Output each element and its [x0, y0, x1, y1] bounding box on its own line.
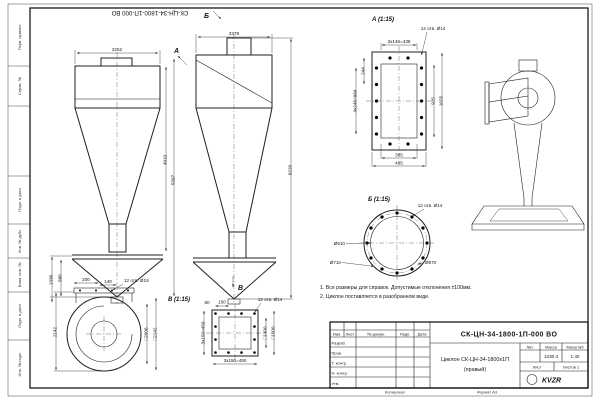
section-b-label: Б — [204, 13, 209, 20]
view-v-sq1: □1400 — [263, 326, 268, 339]
stamp-col-vzam-inv: Взам. инв. № — [17, 263, 22, 288]
stamp-col-podp-data-1: Подп. и дата — [17, 187, 22, 211]
scroll-view: 200 140 12 отв. Ø18 2142 □2006 □2142 — [53, 277, 158, 372]
view-b-d-bolt: Ø670 — [425, 260, 437, 265]
scroll-flange-holes — [79, 289, 129, 292]
view-a-dim-left1: 244 — [361, 67, 366, 75]
view-a-holes — [374, 56, 424, 146]
side-dim-width: 2379 — [229, 31, 240, 36]
view-a-holes-note: 14 отв. Ø14 — [421, 26, 446, 31]
tb-part-name-2: (правый) — [464, 366, 486, 373]
tb-designation: СК-ЦН-34-1800-1П-000 ВО — [461, 332, 558, 339]
stamp-col-inv-dubl: Инв. № дубл. — [17, 229, 22, 254]
front-dim-width: 2252 — [112, 47, 123, 52]
view-a-dim-bottom2: 485 — [395, 161, 403, 166]
designation-rotated: СК-ЦН-34-1800-1П-000 ВО — [111, 9, 188, 16]
tb-sheets-label: Листов 1 — [563, 365, 580, 370]
view-b-holes — [365, 211, 429, 275]
isometric-view — [471, 59, 585, 231]
view-arrow-a-label: А — [173, 48, 179, 55]
side-dim-height: 6220 — [288, 164, 293, 175]
stamp-col-podp-data-2: Подп. и дата — [17, 303, 22, 327]
stamp-col-sprav-no: Справ. № — [17, 77, 22, 95]
stamp-col-perv-primen: Перв. примен. — [17, 24, 22, 51]
view-a-dim-right2: 1025 — [439, 95, 444, 106]
scroll-dim-height: 2142 — [53, 326, 58, 337]
stamp-col-inv-podl: Инв. № подл. — [17, 352, 22, 377]
view-v-dim-150: 150 — [218, 300, 226, 305]
front-view: 2252 4910 5397 1338 895 А — [49, 47, 188, 304]
tb-row-nkontr: Н. контр. — [332, 371, 349, 376]
tb-row-tkontr: Т. контр. — [332, 361, 348, 366]
front-dim-b1: 1338 — [49, 274, 54, 285]
view-b-d-outer: Ø710 — [330, 260, 342, 265]
view-v-dim-50: 50 — [204, 300, 210, 305]
tb-mass-label: Масса — [545, 344, 558, 349]
view-a-title: А (1:15) — [371, 17, 394, 23]
view-v-dim-bottom: 3х150=450 — [224, 358, 247, 363]
view-v-holes — [214, 312, 256, 354]
view-b-title: Б (1:15) — [368, 197, 390, 203]
scroll-sq1: □2006 — [144, 327, 149, 340]
front-dim-b2: 895 — [58, 274, 63, 282]
title-block: Изм. Лист № докум. Подп. Дата Разраб. Пр… — [329, 321, 589, 389]
scroll-holes-note: 12 отв. Ø18 — [124, 278, 149, 283]
copied-label: Копировал — [385, 390, 406, 395]
tb-header-list: Лист — [346, 331, 355, 336]
view-arrow-v-label: В — [238, 285, 243, 292]
notes: 1. Все размеры для справок. Допустимые о… — [320, 285, 472, 300]
company-logo-emblem — [526, 374, 538, 385]
view-a-dim-top: 3х146=438 — [388, 39, 411, 44]
view-v-holes-note: 12 отв. Ø14 — [258, 297, 283, 302]
view-a-flange: А (1:15) 3х146=438 14 отв. Ø14 244 4х246… — [353, 17, 446, 167]
front-dim-h2: 5397 — [171, 174, 176, 185]
view-a-dim-left2: 4х246=984 — [353, 89, 358, 112]
side-view: Б 2379 6220 В — [192, 10, 293, 305]
note-line-1: 1. Все размеры для справок. Допустимые о… — [320, 285, 472, 291]
format-label: Формат А3 — [477, 390, 498, 395]
view-a-dim-right1: 925 — [431, 97, 436, 105]
view-b-d-inner: Ø610 — [334, 241, 346, 246]
tb-sheet-label: Лист — [533, 365, 542, 370]
scroll-dim-200: 200 — [82, 277, 90, 282]
view-a-dim-bottom1: 385 — [395, 153, 403, 158]
sheet-frame: Перв. примен. Справ. № Подп. и дата Инв.… — [7, 3, 593, 397]
front-dim-h1: 4910 — [163, 154, 168, 165]
tb-header-podp: Подп. — [400, 331, 411, 336]
scroll-dim-140: 140 — [104, 279, 112, 284]
note-line-2: 2. Циклон поставляется в разобранном вид… — [320, 294, 429, 300]
tb-header-data: Дата — [418, 331, 428, 336]
tb-scale-value: 1:40 — [571, 354, 580, 359]
view-v-sq2: □1500 — [271, 326, 276, 339]
tb-header-izm: Изм. — [333, 331, 342, 336]
view-v-dim-left: 3х150=450 — [201, 321, 206, 344]
tb-row-razrab: Разраб. — [332, 341, 346, 346]
view-b-holes-note: 12 отв. Ø14 — [418, 203, 443, 208]
tb-mass-value: 1230.4 — [544, 354, 558, 359]
view-v-flange: В (1:15) 12 отв. Ø14 50 150 3х150=450 3х… — [168, 297, 283, 365]
tb-header-docnum: № докум. — [367, 331, 385, 336]
tb-row-prov: Пров. — [332, 351, 343, 356]
tb-row-utv: Утв. — [332, 381, 340, 386]
tb-lit-label: Лит. — [526, 344, 533, 349]
tb-scale-label: Масштаб — [566, 344, 584, 349]
tb-part-name: Циклон СК-ЦН-34-1800х1П — [441, 357, 509, 363]
scroll-sq2: □2142 — [153, 327, 158, 340]
view-v-title: В (1:15) — [168, 297, 190, 303]
view-b-flange: Б (1:15) 12 отв. Ø14 Ø610 Ø710 Ø670 — [330, 197, 443, 281]
company-logo-text: KVZR — [542, 378, 561, 385]
